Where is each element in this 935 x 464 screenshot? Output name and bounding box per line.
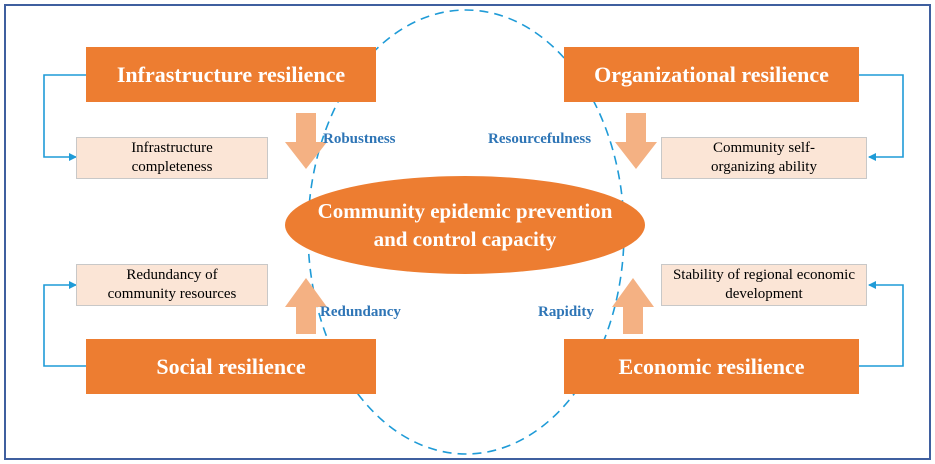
redundancy-of-resources-box: Redundancy of community resources xyxy=(76,264,268,306)
organizational-resilience-box: Organizational resilience xyxy=(564,47,859,102)
community-self-organizing-box: Community self-organizing ability xyxy=(661,137,867,179)
rapidity-label: Rapidity xyxy=(538,304,594,320)
down-arrow-organizational xyxy=(615,113,657,169)
center-capacity-label: Community epidemic prevention and contro… xyxy=(317,199,613,251)
connector-infrastructure xyxy=(43,74,86,161)
down-arrow-infrastructure xyxy=(285,113,327,169)
infrastructure-completeness-box: Infrastructure completeness xyxy=(76,137,268,179)
social-resilience-box: Social resilience xyxy=(86,339,376,394)
connector-social xyxy=(43,281,86,367)
infrastructure-resilience-box: Infrastructure resilience xyxy=(86,47,376,102)
center-ellipse xyxy=(285,176,645,274)
connector-organizational xyxy=(859,74,904,161)
redundancy-label: Redundancy xyxy=(320,304,401,320)
economic-resilience-box: Economic resilience xyxy=(564,339,859,394)
up-arrow-social xyxy=(285,278,327,334)
up-arrow-economic xyxy=(612,278,654,334)
resourcefulness-label: Resourcefulness xyxy=(488,131,592,147)
stability-economic-development-box: Stability of regional economic developme… xyxy=(661,264,867,306)
robustness-label: Robustness xyxy=(323,131,396,147)
connector-economic xyxy=(859,281,904,367)
